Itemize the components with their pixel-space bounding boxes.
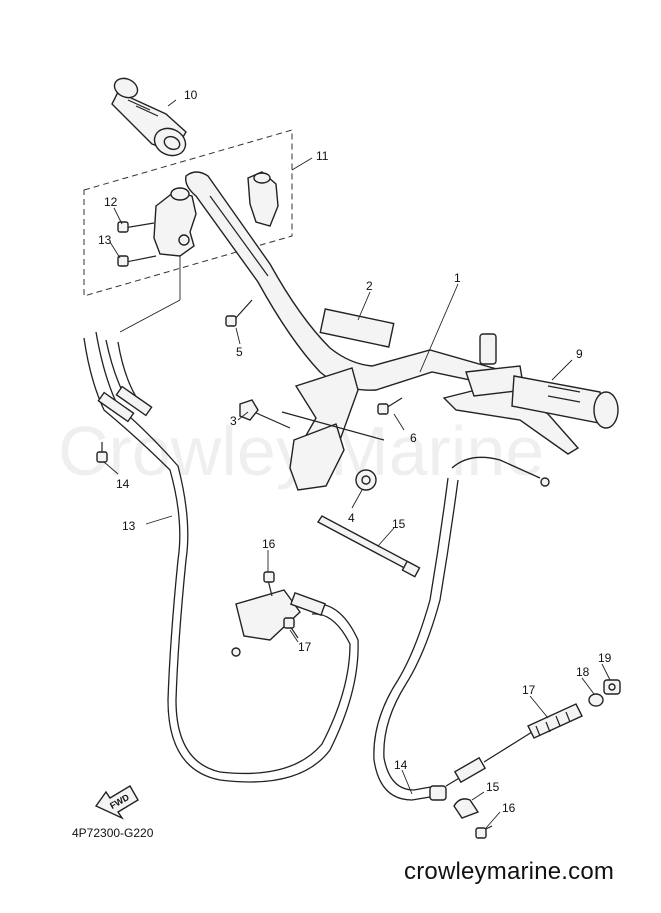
callout-6: 9 bbox=[576, 347, 583, 361]
screw-13-upper bbox=[263, 571, 275, 597]
cable-bracket bbox=[231, 589, 326, 657]
callout-15: 15 bbox=[486, 780, 500, 794]
callout-9-upper: 12 bbox=[104, 195, 118, 209]
throttle-housing-lower bbox=[153, 187, 197, 257]
brake-lever bbox=[442, 333, 580, 455]
adjuster-pin-19 bbox=[603, 679, 621, 695]
callout-17: 17 bbox=[522, 683, 536, 697]
leader-housing-2 bbox=[119, 299, 181, 333]
cable-nipple bbox=[540, 477, 550, 487]
throttle-housing-group-box bbox=[83, 129, 293, 297]
callout-12: 15 bbox=[392, 517, 406, 531]
callout-18: 18 bbox=[576, 665, 590, 679]
screw-9-upper bbox=[117, 221, 155, 233]
callout-1: 1 bbox=[454, 271, 461, 285]
diagram-code: 4P72300-G220 bbox=[72, 826, 154, 840]
cable-tie bbox=[316, 515, 421, 578]
callout-8: 11 bbox=[316, 149, 329, 163]
callout-13-lower: 17 bbox=[298, 640, 312, 654]
screw-9-lower bbox=[117, 255, 157, 267]
callout-10: 13 bbox=[122, 519, 136, 533]
brake-cable-end bbox=[451, 456, 541, 479]
callout-4: 4 bbox=[348, 511, 355, 525]
callout-14: 14 bbox=[394, 758, 408, 772]
screw-5-right bbox=[377, 397, 403, 415]
left-grip bbox=[511, 375, 619, 429]
callout-13-upper: 16 bbox=[262, 537, 276, 551]
nut-4 bbox=[355, 469, 377, 491]
throttle-grip bbox=[111, 77, 187, 157]
callout-16: 16 bbox=[502, 801, 516, 815]
cable-adjuster bbox=[445, 703, 583, 787]
leader-lines bbox=[103, 99, 611, 829]
throttle-housing-upper bbox=[247, 171, 279, 227]
throttle-cable bbox=[83, 331, 359, 783]
fwd-arrow: FWD bbox=[94, 785, 139, 820]
bolt-16 bbox=[475, 825, 493, 839]
screw-5-left bbox=[225, 299, 253, 327]
callout-9-lower: 13 bbox=[98, 233, 112, 247]
website-footer[interactable]: crowleymarine.com bbox=[404, 858, 615, 885]
callout-2: 2 bbox=[366, 279, 373, 293]
callout-5-left: 5 bbox=[236, 345, 243, 359]
adjuster-nut-18 bbox=[588, 693, 604, 707]
screw-13-lower bbox=[283, 617, 299, 639]
callout-7: 10 bbox=[184, 88, 198, 102]
screw-11 bbox=[96, 442, 108, 463]
handlebar-clamp bbox=[281, 367, 385, 491]
callout-5-right: 6 bbox=[410, 431, 417, 445]
callout-3: 3 bbox=[230, 414, 237, 428]
cable-clip-15 bbox=[453, 798, 480, 819]
callout-11: 14 bbox=[116, 477, 130, 491]
handlebar-pad bbox=[319, 308, 395, 348]
callout-19: 19 bbox=[598, 651, 612, 665]
brake-cable bbox=[373, 477, 459, 801]
